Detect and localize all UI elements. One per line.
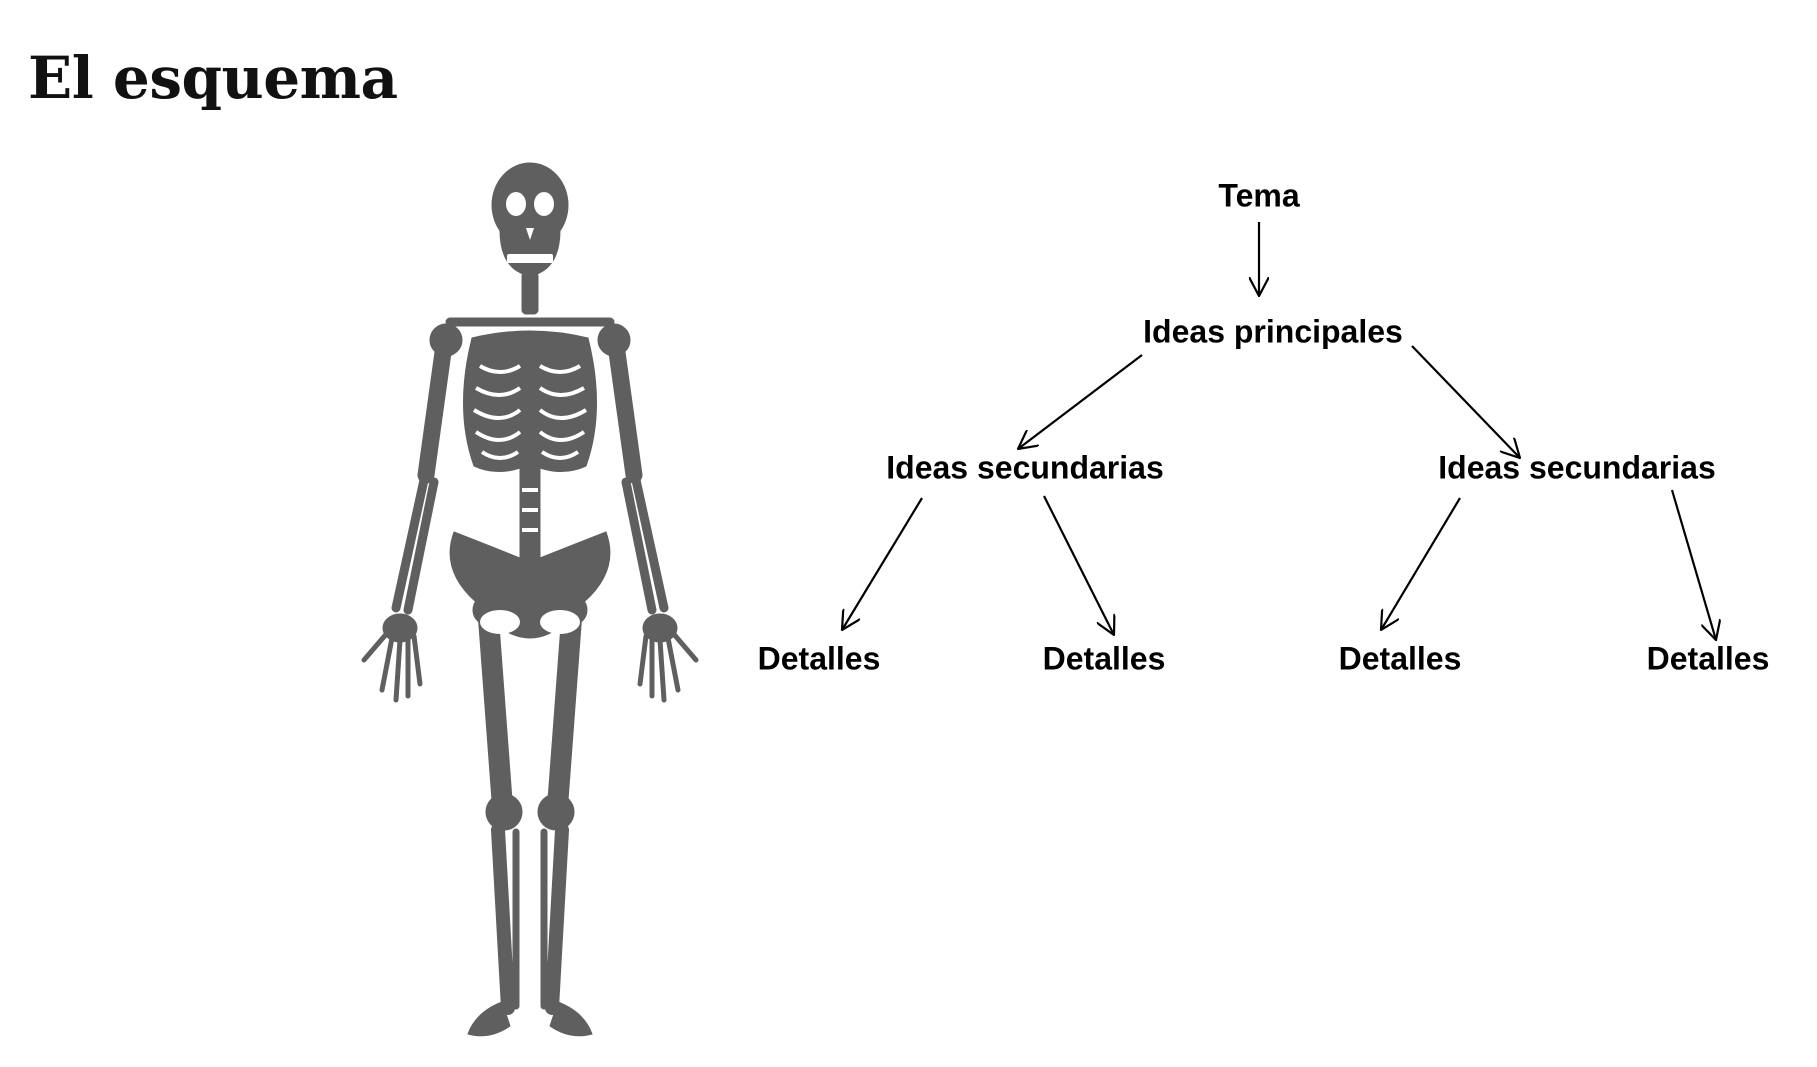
arrow-principales-to-secundarias-left	[1018, 354, 1143, 449]
node-detalles-2: Detalles	[1042, 640, 1166, 677]
arrow-secundarias-right-to-detalles-4	[1670, 489, 1716, 640]
arrow-secundarias-left-to-detalles-1	[842, 497, 923, 630]
node-ideas-principales: Ideas principales	[1143, 313, 1403, 350]
node-detalles-3: Detalles	[1338, 640, 1462, 677]
node-ideas-secundarias-right: Ideas secundarias	[1438, 449, 1716, 486]
skeleton-icon	[361, 162, 699, 1037]
slide-title: El esquema	[28, 44, 398, 112]
arrow-secundarias-left-to-detalles-2	[1043, 495, 1114, 635]
node-tema: Tema	[1218, 177, 1300, 214]
node-ideas-secundarias-left: Ideas secundarias	[886, 449, 1164, 486]
arrow-secundarias-right-to-detalles-3	[1381, 497, 1461, 630]
node-detalles-1: Detalles	[757, 640, 881, 677]
arrow-principales-to-secundarias-right	[1411, 345, 1520, 458]
node-detalles-4: Detalles	[1646, 640, 1770, 677]
